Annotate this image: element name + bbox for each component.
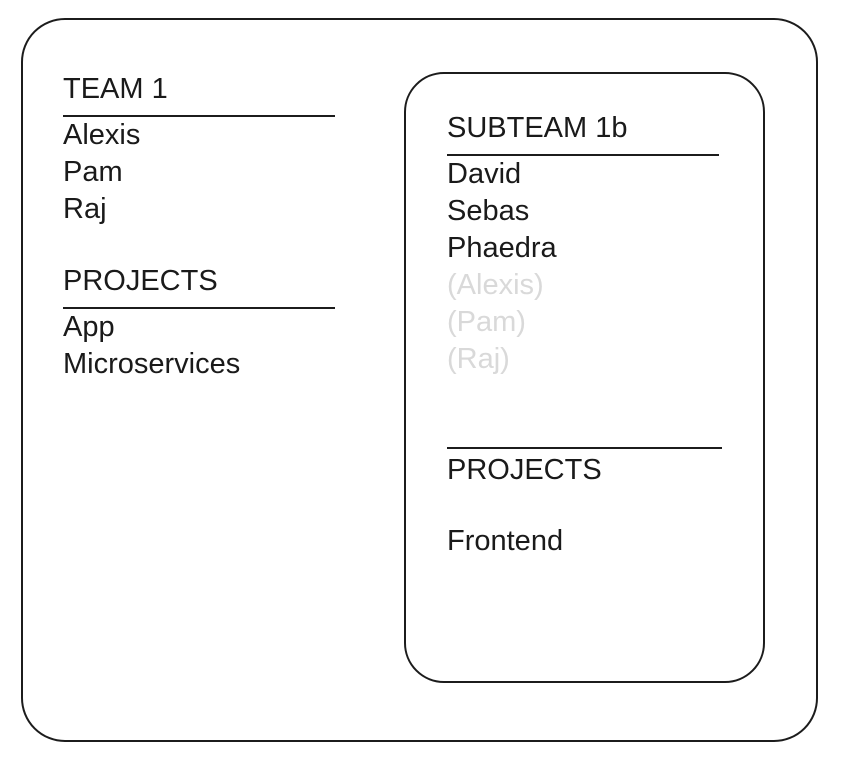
subteam-project: Frontend bbox=[447, 525, 564, 557]
subteam-member: Phaedra bbox=[447, 232, 557, 264]
team-member: Alexis bbox=[63, 119, 141, 151]
subteam-1b-panel: SUBTEAM 1b David Sebas Phaedra (Alexis) … bbox=[447, 113, 747, 560]
subteam-inherited-member: (Raj) bbox=[447, 343, 510, 375]
team-title: TEAM 1 bbox=[63, 74, 335, 117]
subteam-member: Sebas bbox=[447, 195, 530, 227]
subteam-project-list: Frontend bbox=[447, 523, 747, 560]
subteam-title: SUBTEAM 1b bbox=[447, 113, 719, 156]
subteam-projects-heading: PROJECTS bbox=[447, 447, 722, 486]
team-member-list: Alexis Pam Raj bbox=[63, 117, 363, 228]
team-projects-heading: PROJECTS bbox=[63, 266, 335, 309]
subteam-member: David bbox=[447, 158, 522, 190]
subteam-inherited-member: (Alexis) bbox=[447, 269, 544, 301]
team-member: Raj bbox=[63, 193, 107, 225]
subteam-inherited-member: (Pam) bbox=[447, 306, 526, 338]
subteam-1b-box bbox=[404, 72, 765, 683]
team-project: App bbox=[63, 311, 115, 343]
team-1-panel: TEAM 1 Alexis Pam Raj PROJECTS App Micro… bbox=[63, 74, 363, 383]
team-project-list: App Microservices bbox=[63, 309, 363, 383]
team-project: Microservices bbox=[63, 348, 241, 380]
team-member: Pam bbox=[63, 156, 123, 188]
subteam-member-list: David Sebas Phaedra (Alexis) (Pam) (Raj) bbox=[447, 156, 747, 378]
